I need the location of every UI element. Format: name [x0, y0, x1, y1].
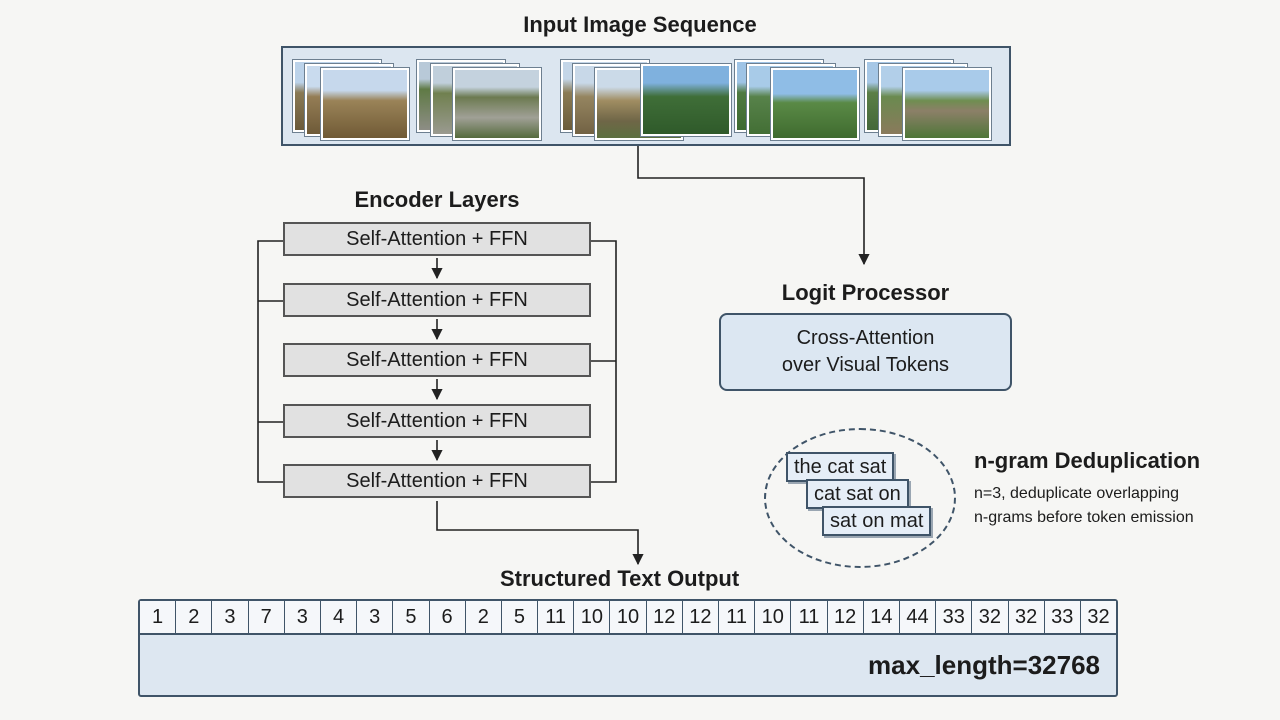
image-stack [561, 56, 731, 140]
input-sequence-title: Input Image Sequence [523, 12, 757, 37]
ngram-circle [764, 428, 956, 568]
token-cell: 10 [574, 601, 611, 633]
token-cell: 10 [610, 601, 647, 633]
token-cell: 1 [140, 601, 177, 633]
logit-processor-box: Cross-Attention over Visual Tokens [719, 313, 1012, 391]
ngram-chip: cat sat on [806, 479, 909, 509]
arrow-images-to-logit [637, 146, 870, 266]
token-cell: 10 [755, 601, 792, 633]
token-cell: 5 [502, 601, 539, 633]
token-cell: 32 [1009, 601, 1045, 633]
image-frame [453, 68, 541, 140]
encoder-layer-4: Self-Attention + FFN [283, 404, 591, 438]
token-cell: 12 [683, 601, 719, 633]
token-cell: 4 [321, 601, 358, 633]
encoder-layer-2: Self-Attention + FFN [283, 283, 591, 317]
token-cell: 6 [430, 601, 466, 633]
token-cell: 33 [1045, 601, 1081, 633]
logit-line-2: over Visual Tokens [781, 354, 950, 376]
image-stack [293, 56, 419, 140]
token-cell: 12 [647, 601, 683, 633]
ngram-chip: sat on mat [822, 506, 932, 536]
token-cell: 32 [972, 601, 1009, 633]
token-cell: 3 [285, 601, 321, 633]
token-cell: 11 [791, 601, 828, 633]
token-cell: 33 [936, 601, 973, 633]
image-frame [641, 64, 731, 136]
image-stack [865, 56, 991, 140]
image-frame [771, 68, 859, 140]
logit-processor-title: Logit Processor [781, 280, 950, 305]
residual-left [257, 240, 283, 483]
max-length-label: max_length=32768 [868, 650, 1100, 680]
token-cell: 12 [828, 601, 864, 633]
image-stack [417, 56, 543, 140]
image-stack [735, 56, 861, 140]
token-cell: 11 [538, 601, 575, 633]
ngram-desc-line-1: n=3, deduplicate overlapping [974, 485, 1180, 502]
logit-line-1: Cross-Attention [796, 327, 935, 349]
image-frame [321, 68, 409, 140]
ngram-description: n=3, deduplicate overlapping n-grams bef… [974, 482, 1194, 530]
token-cell: 14 [864, 601, 900, 633]
residual-right [591, 240, 617, 483]
output-title: Structured Text Output [500, 566, 740, 591]
ngram-desc-line-2: n-grams before token emission [974, 509, 1194, 526]
encoder-title: Encoder Layers [354, 187, 520, 212]
token-cell: 3 [212, 601, 249, 633]
token-cell: 2 [176, 601, 213, 633]
ngram-title: n-gram Deduplication [974, 448, 1201, 473]
encoder-layer-5: Self-Attention + FFN [283, 464, 591, 498]
token-cell: 7 [249, 601, 285, 633]
token-cell: 3 [357, 601, 394, 633]
image-frame [903, 68, 991, 140]
image-sequence-strip [281, 46, 1011, 146]
token-cell: 11 [719, 601, 756, 633]
token-cell: 5 [393, 601, 430, 633]
token-cell: 32 [1087, 606, 1110, 628]
encoder-layer-3: Self-Attention + FFN [283, 343, 591, 377]
encoder-layer-1: Self-Attention + FFN [283, 222, 591, 256]
arrow-encoder-to-output [436, 501, 644, 566]
token-cell: 2 [466, 601, 502, 633]
ngram-chip: the cat sat [786, 452, 895, 482]
token-cell: 44 [900, 601, 937, 633]
